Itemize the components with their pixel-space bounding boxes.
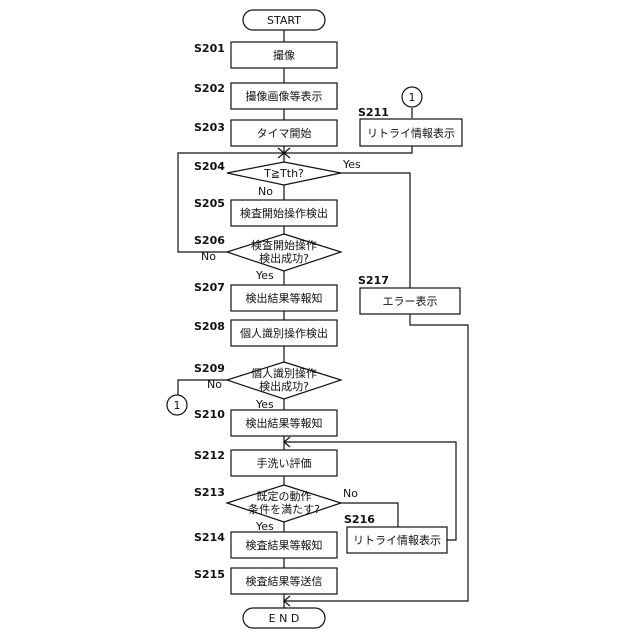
- step-s202: S202 撮像画像等表示: [194, 82, 337, 109]
- step-id-s209: S209: [194, 362, 225, 375]
- step-id-s215: S215: [194, 568, 225, 581]
- step-id-s206: S206: [194, 234, 225, 247]
- step-text-s202: 撮像画像等表示: [246, 89, 323, 103]
- step-s217: S217 エラー表示: [358, 274, 460, 314]
- step-s210: S210 検出結果等報知: [194, 408, 337, 436]
- step-text-s211: リトライ情報表示: [367, 126, 455, 140]
- s209-yes-label: Yes: [255, 398, 274, 411]
- step-id-s216: S216: [344, 513, 375, 526]
- step-id-s203: S203: [194, 121, 225, 134]
- s204-no-label: No: [258, 185, 273, 198]
- step-text-s210: 検出結果等報知: [246, 416, 323, 430]
- start-label: START: [267, 14, 301, 27]
- step-s207: S207 検出結果等報知: [194, 281, 337, 311]
- step-id-s214: S214: [194, 531, 225, 544]
- step-id-s205: S205: [194, 197, 225, 210]
- step-id-s207: S207: [194, 281, 225, 294]
- step-id-s208: S208: [194, 320, 225, 333]
- step-text-s203: タイマ開始: [257, 126, 312, 140]
- step-s211: 1 S211 リトライ情報表示: [358, 87, 462, 146]
- decision-s206: S206 検査開始操作 検出成功? No Yes: [194, 234, 341, 282]
- step-s208: S208 個人識別操作検出: [194, 320, 337, 346]
- step-id-s213: S213: [194, 486, 225, 499]
- step-text-s213-line2: 条件を満たす?: [248, 502, 320, 516]
- step-text-s209-line2: 検出成功?: [259, 379, 309, 393]
- step-id-s201: S201: [194, 42, 225, 55]
- end-terminal: E N D: [243, 608, 325, 628]
- start-terminal: START: [243, 10, 325, 30]
- step-text-s212: 手洗い評価: [257, 456, 312, 470]
- step-id-s217: S217: [358, 274, 389, 287]
- step-text-s214: 検査結果等報知: [246, 538, 323, 552]
- step-text-s205: 検査開始操作検出: [240, 206, 328, 220]
- s204-yes-label: Yes: [342, 158, 361, 171]
- step-text-s208: 個人識別操作検出: [240, 326, 328, 340]
- step-text-s216: リトライ情報表示: [353, 533, 441, 547]
- step-text-s206-line2: 検出成功?: [259, 251, 309, 265]
- step-s205: S205 検査開始操作検出: [194, 197, 337, 226]
- connectors: [178, 30, 468, 608]
- step-text-s206-line1: 検査開始操作: [251, 238, 317, 252]
- step-text-s204: T≧Tth?: [263, 167, 304, 180]
- step-text-s209-line1: 個人識別操作: [251, 366, 317, 380]
- step-s214: S214 検査結果等報知: [194, 531, 337, 558]
- step-s212: S212 手洗い評価: [194, 449, 337, 476]
- step-id-s204: S204: [194, 160, 225, 173]
- step-s215: S215 検査結果等送信: [194, 568, 337, 594]
- step-text-s213-line1: 既定の動作: [257, 489, 312, 503]
- step-id-s212: S212: [194, 449, 225, 462]
- step-id-s202: S202: [194, 82, 225, 95]
- step-id-s211: S211: [358, 106, 389, 119]
- s206-no-label: No: [201, 250, 216, 263]
- step-s216: S216 リトライ情報表示: [344, 513, 447, 553]
- s206-yes-label: Yes: [255, 269, 274, 282]
- step-text-s207: 検出結果等報知: [246, 291, 323, 305]
- step-id-s210: S210: [194, 408, 225, 421]
- end-label: E N D: [269, 612, 300, 625]
- s213-yes-label: Yes: [255, 520, 274, 533]
- step-text-s201: 撮像: [273, 48, 295, 62]
- step-text-s215: 検査結果等送信: [246, 574, 323, 588]
- decision-s213: S213 既定の動作 条件を満たす? No Yes: [194, 485, 358, 533]
- step-s201: S201 撮像: [194, 42, 337, 68]
- step-s203: S203 タイマ開始: [194, 120, 337, 146]
- s209-no-label: No: [207, 378, 222, 391]
- s213-no-label: No: [343, 487, 358, 500]
- connector-1-bottom-label: 1: [174, 399, 181, 412]
- step-text-s217: エラー表示: [383, 294, 438, 308]
- connector-1-top-label: 1: [409, 91, 416, 104]
- decision-s204: S204 T≧Tth? No Yes: [194, 158, 361, 198]
